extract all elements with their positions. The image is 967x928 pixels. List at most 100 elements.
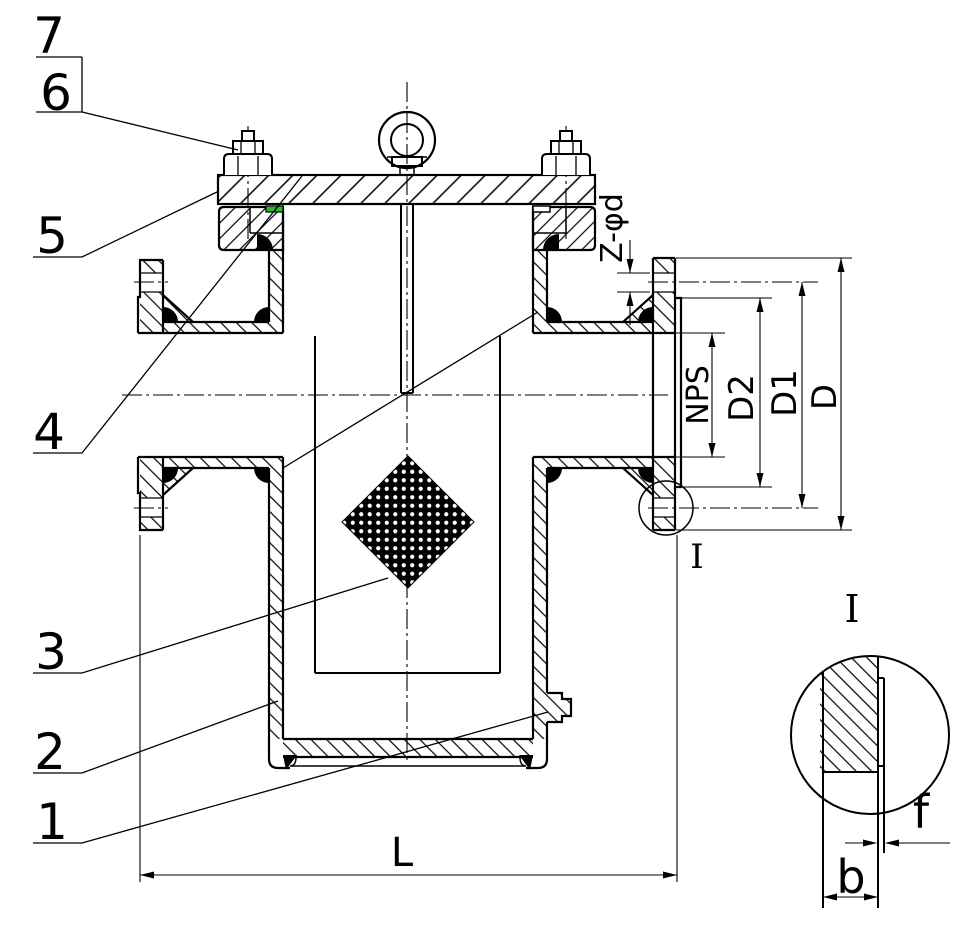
detail-flange-edges — [822, 656, 885, 908]
part-callout-6: 6 — [40, 64, 72, 122]
part-callout-7: 7 — [33, 7, 65, 65]
right-wall-lower-hatch — [533, 468, 547, 739]
right-wall-upper-hatch — [533, 250, 547, 322]
left-wall-upper-hatch — [269, 250, 283, 322]
hex-washer-left — [223, 153, 273, 175]
weld-left-flange-lower — [163, 468, 178, 483]
flange-bolt-axis-right — [648, 281, 818, 509]
leader-3 — [33, 577, 389, 674]
leader-7-6 — [36, 56, 239, 151]
dim-label-nps: NPS — [681, 365, 716, 425]
part-callout-1: 1 — [36, 793, 68, 851]
dim-label-d: D — [805, 384, 845, 410]
seal-right — [543, 234, 559, 250]
ext-Zd — [617, 272, 650, 293]
weld-right-flange-upper — [638, 307, 653, 322]
left-body-flange-block — [217, 205, 285, 252]
right-body-flange-block — [531, 205, 597, 252]
leader-4 — [33, 175, 303, 454]
flange-bolt-hole-edges — [140, 272, 675, 518]
left-flange-hatch-2 — [140, 292, 163, 333]
left-nozzle-lower-wall — [163, 457, 283, 468]
stud-tip-left — [241, 130, 255, 142]
mesh-symbol — [341, 455, 475, 589]
ext-NPS — [676, 332, 725, 458]
basket-outline — [314, 336, 501, 674]
right-flange-hatch-2 — [653, 292, 675, 333]
weld-plate-right — [519, 755, 533, 770]
cover-bolt-left — [223, 130, 273, 175]
dim-label-d2: D2 — [722, 374, 762, 422]
section-hatching — [140, 250, 675, 757]
dimension-arrowheads — [140, 258, 845, 879]
hex-facets-left — [237, 141, 259, 175]
hex-nut-left — [232, 140, 264, 155]
detail-arrowheads — [823, 839, 899, 901]
detail-marker-label: I — [690, 537, 703, 577]
cover-bolt-right — [541, 130, 591, 175]
part-callout-4: 4 — [33, 403, 65, 461]
weld-left-flange-upper — [163, 307, 178, 322]
leader-basket-seat — [282, 311, 539, 469]
dim-label-b: b — [836, 850, 865, 904]
part-callout-3: 3 — [35, 623, 67, 681]
weld-right-body-lower — [547, 468, 562, 483]
right-flange-hatch-3 — [653, 457, 675, 498]
part-callout-5: 5 — [36, 207, 68, 265]
ext-L — [139, 535, 678, 882]
part-callout-2: 2 — [34, 723, 66, 781]
left-flange-hatch-3 — [140, 457, 163, 498]
hex-washer-right — [541, 153, 591, 175]
right-nozzle-upper-wall — [533, 322, 653, 333]
detail-marker-circle — [638, 480, 694, 536]
eyebolt-shank — [387, 156, 427, 175]
eyebolt — [377, 110, 437, 175]
dimension-lines — [140, 240, 842, 876]
leader-1 — [33, 711, 549, 844]
gasket-highlight — [265, 205, 284, 213]
ext-D — [676, 257, 852, 531]
bottom-plate-hatch — [283, 739, 533, 757]
leader-2 — [33, 700, 279, 774]
labels: 7 6 5 4 3 2 1 Z-φd NPS D2 D1 D L b f I I — [33, 7, 931, 904]
detail-view-title: I — [844, 587, 859, 631]
stud-tip-right — [559, 130, 573, 142]
weld-left-body-upper — [254, 307, 269, 322]
detail-flange-hatch — [820, 657, 878, 772]
weld-fillets — [163, 234, 653, 770]
body-outline — [136, 212, 683, 770]
hex-facets-right — [555, 141, 577, 175]
left-nozzle-upper-wall — [163, 322, 283, 333]
right-flange-hatch-4 — [653, 517, 675, 530]
extension-lines — [139, 257, 852, 882]
right-flange-hatch-1 — [653, 258, 675, 273]
seal-left — [257, 234, 273, 250]
gasket-right — [532, 205, 551, 213]
weld-right-flange-lower — [638, 468, 653, 483]
left-flange-hatch-1 — [140, 260, 163, 273]
gasket-groove-lines — [249, 207, 567, 234]
right-nozzle-lower-wall — [533, 457, 653, 468]
dim-label-bolt-holes: Z-φd — [595, 193, 630, 263]
dim-label-d1: D1 — [765, 369, 805, 417]
bottom-weld-seam — [289, 756, 527, 767]
hex-nut-right — [550, 140, 582, 155]
cover-plate — [216, 173, 597, 206]
eyebolt-ring-outer — [377, 110, 437, 170]
detail-view-circle — [790, 655, 950, 815]
weld-right-body-upper — [547, 307, 562, 322]
dim-label-length: L — [391, 830, 414, 876]
ext-D2 — [682, 297, 772, 488]
detail-view — [790, 655, 950, 908]
weld-left-body-lower — [254, 468, 269, 483]
basket-stem — [400, 204, 414, 394]
dim-label-f: f — [913, 785, 931, 839]
weld-plate-left — [283, 755, 297, 770]
callout-leaders — [33, 56, 549, 844]
left-flange-hatch-4 — [140, 517, 163, 530]
left-wall-lower-hatch — [269, 468, 283, 739]
leader-5 — [33, 190, 220, 258]
drain-boss — [547, 691, 573, 724]
